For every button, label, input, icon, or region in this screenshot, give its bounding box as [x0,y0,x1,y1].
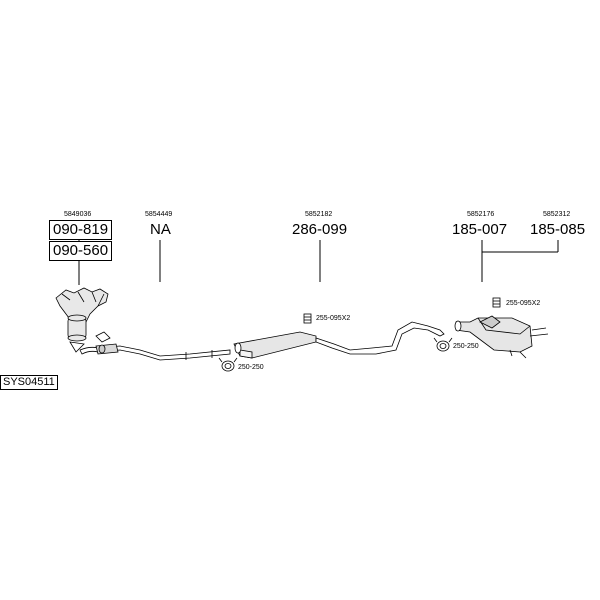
part-number-box-manifold-1[interactable]: 090-819 [49,220,113,240]
system-code-label: SYS04511 [0,375,58,390]
accessory-label-clamp-1[interactable]: 255-095X2 [316,315,351,322]
part-number-box-manifold-2[interactable]: 090-560 [49,241,113,261]
oe-number-rear-silencer-2: 5852312 [543,211,571,218]
part-number-rear-silencer[interactable]: 185-007 [452,221,508,238]
oe-number-rear-silencer: 5852176 [467,211,495,218]
part-number-rear-silencer-2[interactable]: 185-085 [530,221,586,238]
clamp-icon-2 [492,297,501,308]
rear-silencer [454,315,549,359]
gasket-ring-icon-1 [218,357,238,372]
part-number-middle-silencer[interactable]: 286-099 [292,221,348,238]
accessory-label-gasket-2[interactable]: 250-250 [453,343,479,350]
oe-number-front-pipe: 5854449 [145,211,173,218]
middle-silencer [233,321,445,359]
oe-number-middle-silencer: 5852182 [305,211,333,218]
oe-number-manifold: 5849036 [64,211,92,218]
accessory-label-clamp-2[interactable]: 255-095X2 [506,300,541,307]
part-number-front-pipe[interactable]: NA [150,221,171,238]
accessory-label-gasket-1[interactable]: 250-250 [238,364,264,371]
manifold-catalyst [55,287,111,353]
clamp-icon-1 [303,313,312,324]
front-pipe [79,343,231,361]
gasket-ring-icon-2 [433,337,453,352]
